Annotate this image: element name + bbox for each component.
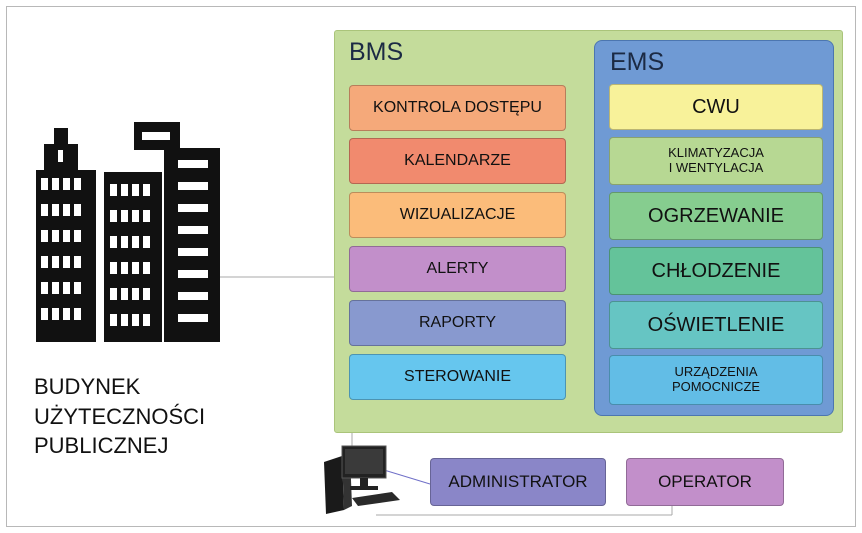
ems-item-klimatyzacja: KLIMATYZACJA I WENTYLACJA	[609, 137, 823, 185]
bms-item-kalendarze: KALENDARZE	[349, 138, 566, 184]
diagram-frame	[6, 6, 856, 527]
ems-item-line: I WENTYLACJA	[668, 160, 764, 175]
building-label-line: UŻYTECZNOŚCI	[34, 403, 206, 429]
building-label: BUDYNEK UŻYTECZNOŚCI PUBLICZNEJ	[34, 372, 205, 461]
bms-item-kontrola-dostepu: KONTROLA DOSTĘPU	[349, 85, 566, 131]
ems-item-chlodzenie: CHŁODZENIE	[609, 247, 823, 295]
ems-item-line: KLIMATYZACJA	[668, 145, 764, 161]
ems-item-oswietlenie: OŚWIETLENIE	[609, 301, 823, 349]
building-label-line: BUDYNEK	[34, 374, 141, 399]
ems-item-line: POMOCNICZE	[671, 379, 761, 394]
bms-title: BMS	[349, 38, 404, 66]
ems-item-line: URZĄDZENIA	[674, 364, 758, 380]
bms-item-alerty: ALERTY	[349, 246, 566, 292]
bms-item-sterowanie: STEROWANIE	[349, 354, 566, 400]
bms-item-raporty: RAPORTY	[349, 300, 566, 346]
ems-item-ogrzewanie: OGRZEWANIE	[609, 192, 823, 240]
bms-item-wizualizacje: WIZUALIZACJE	[349, 192, 566, 238]
ems-item-cwu: CWU	[609, 84, 823, 130]
building-label-line: PUBLICZNEJ	[34, 433, 169, 459]
administrator-role: ADMINISTRATOR	[430, 458, 606, 506]
ems-title: EMS	[610, 48, 665, 76]
operator-role: OPERATOR	[626, 458, 784, 506]
ems-item-urzadzenia-pomocnicze: URZĄDZENIA POMOCNICZE	[609, 355, 823, 405]
